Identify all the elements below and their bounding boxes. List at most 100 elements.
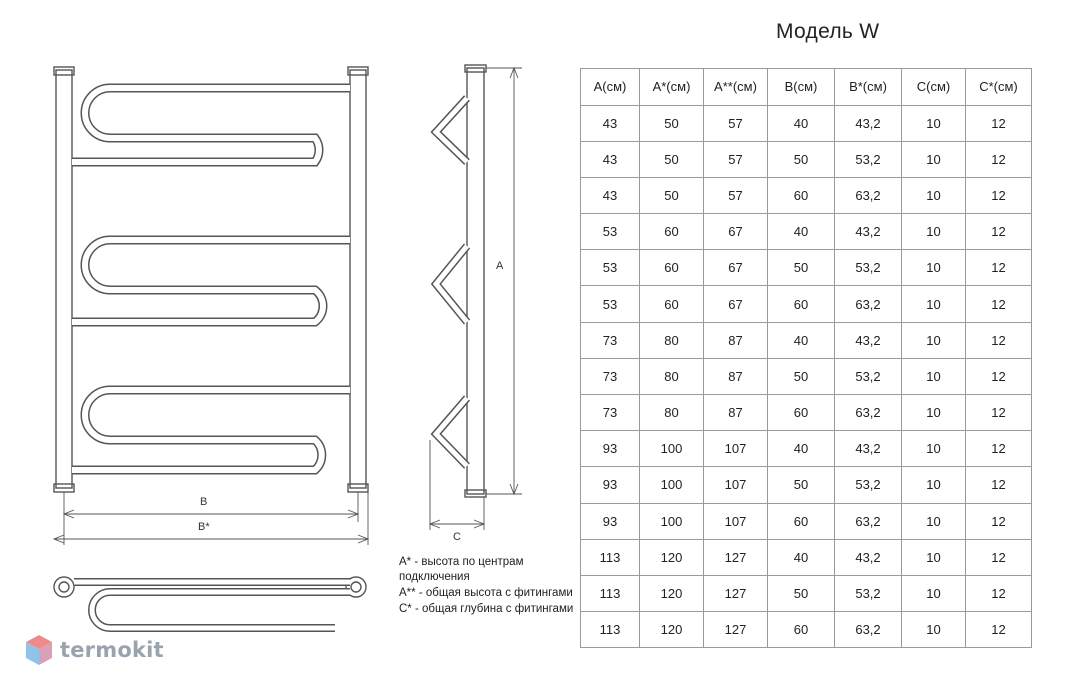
table-cell: 43,2 xyxy=(834,321,902,359)
table-cell: 50 xyxy=(767,357,835,396)
table-cell: 50 xyxy=(767,249,835,287)
table-cell: 100 xyxy=(639,466,704,504)
table-cell: 12 xyxy=(965,430,1032,468)
cube-icon xyxy=(26,635,52,665)
table-cell: 12 xyxy=(965,321,1032,359)
table-cell: 53 xyxy=(580,213,640,251)
table-cell: 10 xyxy=(901,430,966,468)
table-cell: 80 xyxy=(639,357,704,396)
side-view xyxy=(428,64,522,530)
table-cell: 53,2 xyxy=(834,249,902,287)
table-cell: 73 xyxy=(580,321,640,359)
table-cell: 73 xyxy=(580,357,640,396)
table-cell: 10 xyxy=(901,104,966,142)
table-cell: 12 xyxy=(965,213,1032,251)
table-cell: 107 xyxy=(703,466,768,504)
table-cell: 12 xyxy=(965,502,1032,540)
table-cell: 50 xyxy=(767,140,835,178)
front-view xyxy=(52,66,370,545)
table-cell: 93 xyxy=(580,430,640,468)
header-a-double-star: A**(см) xyxy=(703,68,768,106)
table-cell: 10 xyxy=(901,213,966,251)
table-cell: 50 xyxy=(639,104,704,142)
dimension-a-label: A xyxy=(496,260,504,272)
table-cell: 43,2 xyxy=(834,104,902,142)
top-fitting-left xyxy=(53,576,75,598)
logo-text: termokit xyxy=(60,638,164,662)
table-cell: 63,2 xyxy=(834,285,902,323)
table-cell: 87 xyxy=(703,393,768,432)
table-cell: 10 xyxy=(901,249,966,287)
table-cell: 113 xyxy=(580,611,640,649)
table-cell: 63,2 xyxy=(834,611,902,649)
table-cell: 80 xyxy=(639,393,704,432)
table-cell: 60 xyxy=(767,393,835,432)
top-fitting-right xyxy=(345,576,367,598)
note-c-star: C* - общая глубина с фитингами xyxy=(399,603,574,615)
table-cell: 10 xyxy=(901,393,966,432)
dimension-b-total-label: B* xyxy=(198,521,210,533)
side-cap-top xyxy=(464,64,487,73)
table-cell: 57 xyxy=(703,104,768,142)
side-bracket-2 xyxy=(430,243,471,325)
table-cell: 40 xyxy=(767,430,835,468)
table-cell: 113 xyxy=(580,538,640,576)
table-cell: 12 xyxy=(965,538,1032,576)
table-cell: 120 xyxy=(639,538,704,576)
left-upright xyxy=(55,69,73,489)
table-cell: 43,2 xyxy=(834,430,902,468)
table-cell: 67 xyxy=(703,249,768,287)
table-cell: 12 xyxy=(965,466,1032,504)
table-cell: 93 xyxy=(580,502,640,540)
table-cell: 93 xyxy=(580,466,640,504)
table-cell: 50 xyxy=(639,176,704,215)
top-tube xyxy=(74,578,350,632)
table-cell: 53 xyxy=(580,285,640,323)
header-c: C(см) xyxy=(901,68,966,106)
right-upright xyxy=(349,69,367,489)
notes: A* - высота по центрам подключения A** -… xyxy=(399,555,574,618)
table-cell: 60 xyxy=(767,502,835,540)
table-cell: 40 xyxy=(767,538,835,576)
header-a-star: A*(см) xyxy=(639,68,704,106)
table-cell: 12 xyxy=(965,611,1032,649)
right-upright-cap-top xyxy=(347,66,369,76)
table-cell: 60 xyxy=(767,285,835,323)
table-cell: 127 xyxy=(703,538,768,576)
table-cell: 100 xyxy=(639,502,704,540)
termokit-logo: termokit xyxy=(24,632,164,668)
table-cell: 113 xyxy=(580,574,640,613)
table-cell: 57 xyxy=(703,176,768,215)
dimension-c-label: C xyxy=(453,531,461,543)
table-cell: 12 xyxy=(965,393,1032,432)
table-cell: 10 xyxy=(901,466,966,504)
table-cell: 57 xyxy=(703,140,768,178)
header-a: A(см) xyxy=(580,68,640,106)
header-b-star: B*(см) xyxy=(834,68,902,106)
table-cell: 100 xyxy=(639,430,704,468)
serpentine-tube-3 xyxy=(72,385,350,475)
table-cell: 53,2 xyxy=(834,357,902,396)
table-cell: 10 xyxy=(901,357,966,396)
table-header-row: A(см) A*(см) A**(см) B(см) B*(см) C(см) … xyxy=(580,68,1032,106)
table-cell: 63,2 xyxy=(834,176,902,215)
dimension-a xyxy=(486,66,522,496)
table-cell: 80 xyxy=(639,321,704,359)
top-view xyxy=(53,576,367,632)
model-title: Модель W xyxy=(776,20,880,43)
table-cell: 10 xyxy=(901,574,966,613)
dimensions-table: A(см) A*(см) A**(см) B(см) B*(см) C(см) … xyxy=(580,68,1032,649)
dimension-b xyxy=(52,492,370,545)
table-cell: 12 xyxy=(965,140,1032,178)
